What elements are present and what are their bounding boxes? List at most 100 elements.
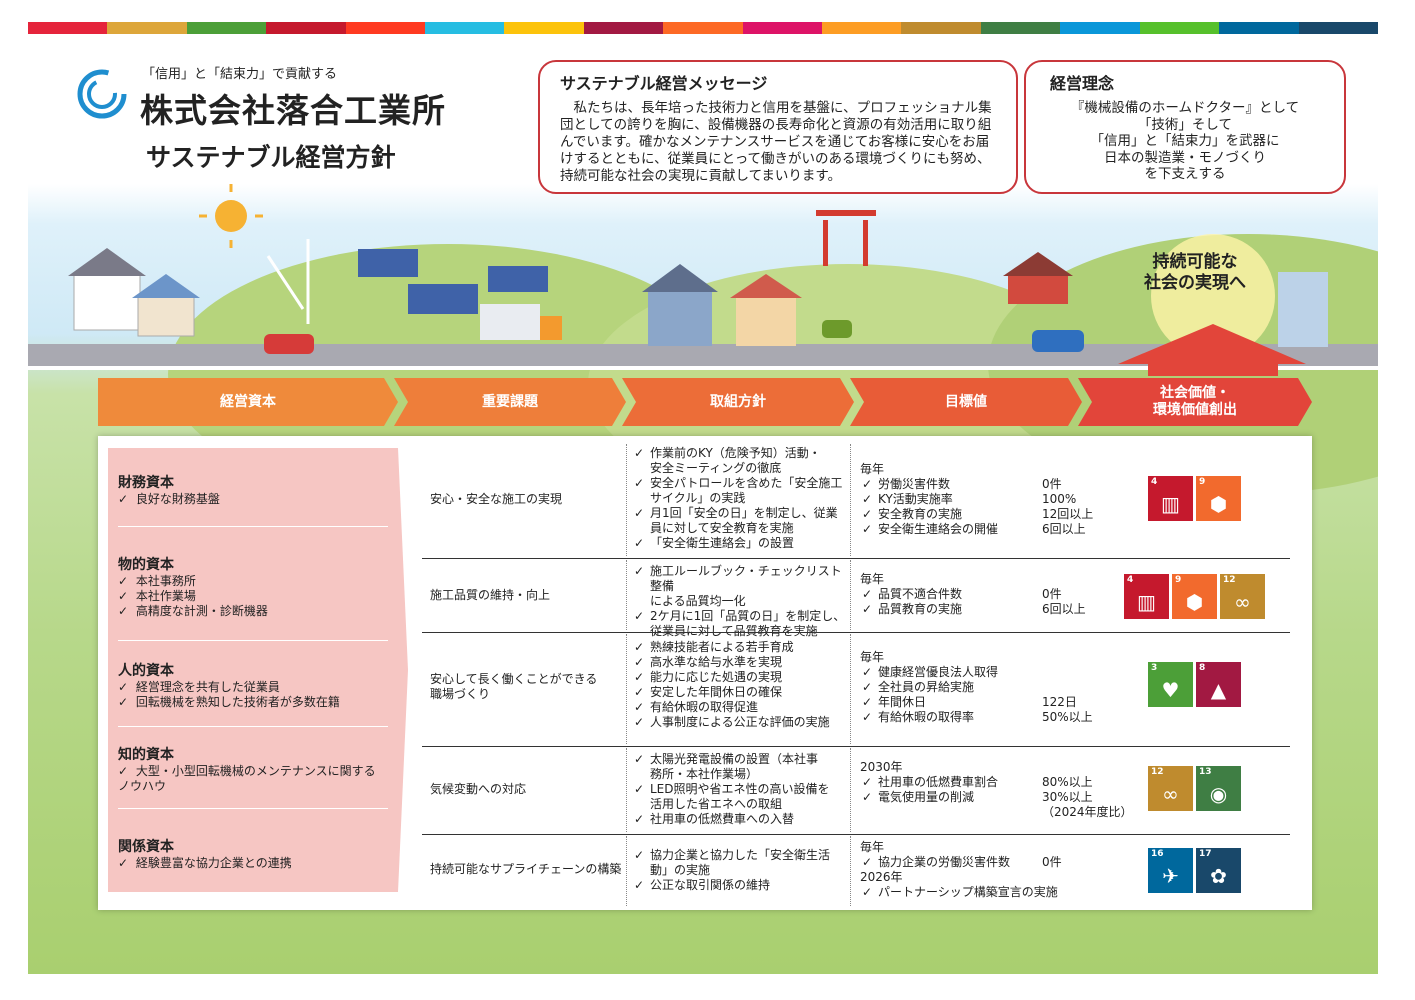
sdg-number: 13 xyxy=(1199,767,1212,777)
table-row: 安心して長く働くことができる 職場づくり 熟練技能者による若手育成 高水準な給与… xyxy=(422,634,1292,744)
sdg-goal-9-icon: 9⬢ xyxy=(1196,476,1241,521)
sdg-icons: 3♥ 8▲ xyxy=(1148,662,1241,707)
target-period: 2026年 xyxy=(860,870,903,884)
column-header-arrows: 経営資本 重要課題 取組方針 目標値 社会価値・ 環境価値創出 xyxy=(98,378,1312,426)
capital-human: 人的資本 経営理念を共有した従業員 回転機械を熟知した技術者が多数在籍 xyxy=(118,660,398,710)
policy-list: 太陽光発電設備の設置（本社事 務所・本社作業場） LED照明や省エネ性の高い設備… xyxy=(632,752,852,827)
target-label: 品質不適合件数 xyxy=(878,587,963,601)
heartbeat-icon: ♥ xyxy=(1161,678,1180,702)
capital-item: 大型・小型回転機械のメンテナンスに関する ノウハウ xyxy=(118,764,398,794)
column-value: 社会価値・ 環境価値創出 xyxy=(1078,378,1312,426)
capital-item: 回転機械を熟知した技術者が多数在籍 xyxy=(118,695,398,710)
divider xyxy=(626,836,627,906)
policy-item: 作業前のKY（危険予知）活動・ 安全ミーティングの徹底 xyxy=(632,446,852,476)
divider xyxy=(626,634,627,744)
policy-item: LED照明や省エネ性の高い設備を 活用した省エネへの取組 xyxy=(632,782,852,812)
sdg-number: 4 xyxy=(1127,575,1134,585)
policy-item: 人事制度による公正な評価の実施 xyxy=(632,715,852,730)
capital-relational: 関係資本 経験豊富な協力企業との連携 xyxy=(118,836,398,871)
message-title: サステナブル経営メッセージ xyxy=(560,74,768,93)
philosophy-box: 経営理念 『機械設備のホームドクター』として 「技術」そして 「信用」と「結束力… xyxy=(1024,60,1346,194)
divider xyxy=(118,808,388,809)
row-divider xyxy=(422,834,1290,835)
target-value: 100% xyxy=(1042,492,1077,506)
capital-title: 物的資本 xyxy=(118,557,174,573)
cubes-icon: ⬢ xyxy=(1185,590,1204,614)
sdg-icons: 4▥ 9⬢ xyxy=(1148,476,1241,521)
sustainability-message-box: サステナブル経営メッセージ 私たちは、長年培った技術力と信用を基盤に、プロフェッ… xyxy=(538,60,1018,194)
sdg-number: 8 xyxy=(1199,663,1206,673)
sdg-goal-3-icon: 3♥ xyxy=(1148,662,1193,707)
policy-item: 社用車の低燃費車への入替 xyxy=(632,812,852,827)
eye-globe-icon: ◉ xyxy=(1209,782,1228,806)
policy-item: 2ケ月に1回「品質の日」を制定し、 従業員に対して品質教育を実施 xyxy=(632,609,852,639)
sdg-number: 4 xyxy=(1151,477,1158,487)
capital-financial: 財務資本 良好な財務基盤 xyxy=(118,472,398,507)
sdg-goal-4-icon: 4▥ xyxy=(1124,574,1169,619)
issue-text: 施工品質の維持・向上 xyxy=(430,588,551,602)
capital-item: 経営理念を共有した従業員 xyxy=(118,680,398,695)
issue-text: 持続可能なサプライチェーンの構築 xyxy=(430,862,622,876)
sdg-goal-16-icon: 16✈ xyxy=(1148,848,1193,893)
divider xyxy=(850,748,851,832)
target-label: 安全教育の実施 xyxy=(878,507,963,521)
capital-item: 経験豊富な協力企業との連携 xyxy=(118,856,398,871)
target-label: 有給休暇の取得率 xyxy=(878,710,975,724)
book-icon: ▥ xyxy=(1137,590,1156,614)
policy-item: 安定した年間休日の確保 xyxy=(632,685,852,700)
sdg-goal-8-icon: 8▲ xyxy=(1196,662,1241,707)
capital-intellectual: 知的資本 大型・小型回転機械のメンテナンスに関する ノウハウ xyxy=(118,744,398,794)
divider xyxy=(626,560,627,630)
policy-item: 有給休暇の取得促進 xyxy=(632,700,852,715)
capital-title: 財務資本 xyxy=(118,475,174,491)
target-value: 80%以上 xyxy=(1042,775,1093,789)
target-period: 毎年 xyxy=(860,572,885,586)
policy-item: 施工ルールブック・チェックリスト整備 による品質均一化 xyxy=(632,564,852,609)
issue-text: 気候変動への対応 xyxy=(430,782,527,796)
philosophy-title: 経営理念 xyxy=(1050,74,1115,93)
infinity-icon: ∞ xyxy=(1234,590,1251,614)
growth-chart-icon: ▲ xyxy=(1210,678,1227,702)
target-label: 健康経営優良法人取得 xyxy=(878,665,999,679)
tagline: 「信用」と「結束力」で貢献する xyxy=(142,67,338,82)
policy-item: 「安全衛生連絡会」の設置 xyxy=(632,536,852,551)
target-label: 労働災害件数 xyxy=(878,477,951,491)
capital-item: 本社事務所 xyxy=(118,574,398,589)
capital-item: 良好な財務基盤 xyxy=(118,492,398,507)
sdg-color-strip xyxy=(28,22,1378,34)
target-label: 品質教育の実施 xyxy=(878,602,963,616)
target-list: 毎年 品質不適合件数 0件 品質教育の実施 6回以上 xyxy=(860,572,1120,617)
column-capital: 経営資本 xyxy=(98,378,398,426)
target-value: 0件 xyxy=(1042,477,1062,491)
infinity-icon: ∞ xyxy=(1162,782,1179,806)
sdg-number: 9 xyxy=(1199,477,1206,487)
policy-list: 協力企業と協力した「安全衛生活 動」の実施 公正な取引関係の維持 xyxy=(632,848,852,893)
sdg-icons: 12∞ 13 ◉ xyxy=(1148,766,1241,811)
target-label: KY活動実施率 xyxy=(878,492,953,506)
divider xyxy=(626,444,627,556)
target-value: 0件 xyxy=(1042,855,1062,869)
sustainable-society-callout: 持続可能な 社会の実現へ xyxy=(1144,252,1246,293)
target-value: 6回以上 xyxy=(1042,602,1086,616)
policy-item: 太陽光発電設備の設置（本社事 務所・本社作業場） xyxy=(632,752,852,782)
divider xyxy=(118,726,388,727)
company-logo-icon xyxy=(77,69,127,119)
target-label: 全社員の昇給実施 xyxy=(878,680,975,694)
strategy-table: 財務資本 良好な財務基盤 物的資本 本社事務所 本社作業場 高精度な計測・診断機… xyxy=(98,436,1312,910)
policy-list: 施工ルールブック・チェックリスト整備 による品質均一化 2ケ月に1回「品質の日」… xyxy=(632,564,852,639)
target-value: 0件 xyxy=(1042,587,1062,601)
philosophy-body: 『機械設備のホームドクター』として 「技術」そして 「信用」と「結束力」を武器に… xyxy=(1070,100,1300,182)
divider xyxy=(850,560,851,630)
page-title: サステナブル経営方針 xyxy=(146,143,396,172)
target-value: 12回以上 xyxy=(1042,507,1094,521)
divider xyxy=(118,640,388,641)
sdg-number: 9 xyxy=(1175,575,1182,585)
divider xyxy=(850,444,851,556)
company-name: 株式会社落合工業所 xyxy=(140,91,446,130)
sdg-goal-12-icon: 12∞ xyxy=(1148,766,1193,811)
sdg-number: 16 xyxy=(1151,849,1164,859)
policy-item: 協力企業と協力した「安全衛生活 動」の実施 xyxy=(632,848,852,878)
table-row: 安心・安全な施工の実現 作業前のKY（危険予知）活動・ 安全ミーティングの徹底 … xyxy=(422,444,1292,556)
